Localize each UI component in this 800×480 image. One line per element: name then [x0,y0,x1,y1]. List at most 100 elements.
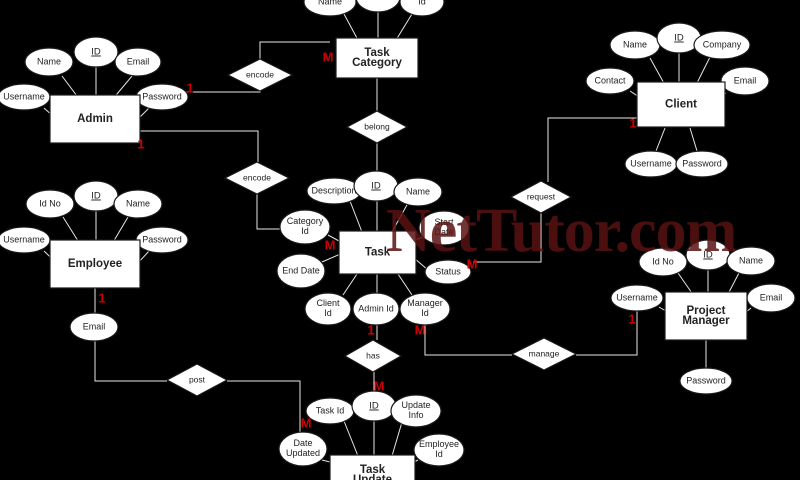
attribute-task_category-2[interactable]: Id [399,0,445,17]
attribute-label: Username [3,234,45,244]
attribute-ellipse [413,433,465,467]
attribute-admin-0[interactable]: Name [24,47,74,77]
relationship-post[interactable]: post [165,363,229,397]
attribute-admin-3[interactable]: Username [0,83,51,111]
attribute-label: Name [739,255,763,265]
attribute-client-3[interactable]: Contact [585,67,635,95]
entity-box[interactable] [329,454,416,480]
attribute-client-6[interactable]: Password [675,150,729,178]
relationship-label: encode [246,69,274,79]
cardinality-admin-0: 1 [186,80,193,95]
attribute-employee-1[interactable]: ID [73,180,119,212]
attribute-admin-2[interactable]: Email [114,47,162,77]
attribute-project_manager-3[interactable]: Username [610,284,664,312]
cardinality-task-0: M [325,237,336,252]
attribute-employee-5[interactable]: Email [69,312,119,342]
attribute-task-8[interactable]: Admin Id [352,292,400,326]
attribute-project_manager-4[interactable]: Email [746,283,796,313]
attribute-task-1[interactable]: ID [353,170,399,202]
attribute-label: ID [371,181,381,192]
attribute-employee-3[interactable]: Username [0,226,51,254]
entity-box[interactable] [636,81,726,128]
relationship-has[interactable]: has [343,339,403,373]
relationship-label: encode [243,172,271,182]
attribute-client-5[interactable]: Username [624,150,678,178]
edge-cat-name [343,13,359,41]
attribute-task-0[interactable]: Description [306,177,362,205]
attribute-task_update-0[interactable]: Task Id [305,397,355,425]
attribute-project_manager-1[interactable]: ID [685,239,731,271]
attribute-admin-4[interactable]: Password [135,83,189,111]
attribute-task-6[interactable]: Status [424,259,472,285]
edge-cat-id [395,13,413,41]
attribute-client-0[interactable]: Name [609,30,661,60]
attribute-label: Username [630,158,672,168]
relationship-encode_top[interactable]: encode [226,58,294,92]
attribute-task_category-1[interactable] [355,0,401,13]
attribute-employee-0[interactable]: Id No [25,189,75,219]
attribute-employee-4[interactable]: Password [135,226,189,254]
relationship-manage[interactable]: manage [510,337,578,371]
attribute-ellipse [69,312,119,342]
relationship-diamond [226,58,294,92]
relationship-request[interactable]: request [509,180,573,214]
attribute-admin-1[interactable]: ID [73,36,119,68]
cardinality-employee-0: 1 [98,290,105,305]
attribute-client-2[interactable]: Company [693,30,751,60]
attribute-task-4[interactable]: End Date [276,253,326,289]
attribute-employee-2[interactable]: Name [113,189,163,219]
entity-box[interactable] [338,230,417,275]
attribute-ellipse [693,30,751,60]
edge-client-name [649,57,666,86]
cardinality-project_manager-0: 1 [628,311,635,326]
attribute-task-2[interactable]: Name [393,177,443,207]
attribute-task_update-1[interactable]: ID [351,390,397,422]
attribute-label: Username [616,292,658,302]
attribute-project_manager-2[interactable]: Name [726,246,776,276]
attribute-label: Description [311,185,356,195]
attribute-task_category-0[interactable]: Name [303,0,357,17]
cardinality-task_update-1: M [301,415,312,430]
attribute-ellipse [424,259,472,285]
attribute-label: Username [3,91,45,101]
entity-box[interactable] [49,239,141,289]
entity-box[interactable] [335,37,419,79]
relationship-encode_bottom[interactable]: encode [223,161,291,195]
entity-box[interactable] [49,94,141,144]
relationship-diamond [510,337,578,371]
cardinality-client-0: 1 [629,115,636,130]
edge-pm-manage [576,310,638,356]
attribute-label: Admin Id [358,303,394,313]
cardinality-task-2: 1 [367,322,374,337]
attribute-project_manager-0[interactable]: Id No [638,247,688,277]
attribute-label: Email [83,321,106,331]
attribute-label: Name [126,198,150,208]
relationship-belong[interactable]: belong [345,110,409,144]
attribute-ellipse [24,47,74,77]
entity-box[interactable] [664,291,748,341]
attribute-project_manager-5[interactable]: Password [679,367,733,395]
attribute-client-4[interactable]: Email [720,66,770,96]
relationship-diamond [343,339,403,373]
edge-admin-encode-bot [140,130,259,162]
cardinality-task-1: M [467,256,478,271]
attribute-ellipse [303,0,357,17]
